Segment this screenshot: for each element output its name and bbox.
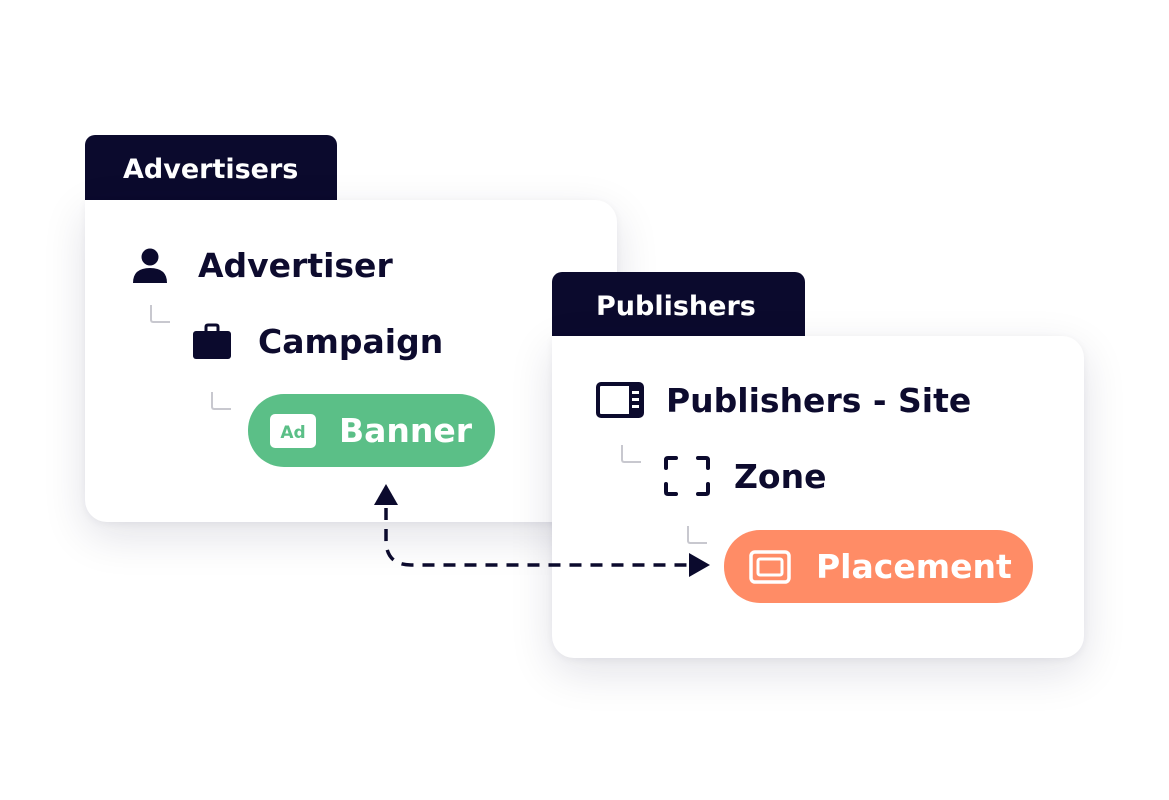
publishers-tab-label: Publishers <box>596 290 756 322</box>
user-icon <box>130 245 170 285</box>
arrowhead-up <box>374 484 398 505</box>
placement-label: Placement <box>816 547 1012 586</box>
arrowhead-right <box>689 553 710 577</box>
banner-label: Banner <box>339 411 473 450</box>
advertiser-label: Advertiser <box>198 245 393 285</box>
zone-label: Zone <box>734 456 827 496</box>
banner-pill[interactable]: Ad Banner <box>248 394 495 467</box>
tree-connector-banner <box>211 392 231 410</box>
publishers-site-row[interactable]: Publishers - Site <box>596 376 971 424</box>
advertisers-tab[interactable]: Advertisers <box>85 135 337 203</box>
website-icon <box>596 380 644 420</box>
placement-window-icon <box>749 549 791 584</box>
tree-connector-zone <box>621 445 641 463</box>
campaign-row[interactable]: Campaign <box>192 317 443 365</box>
placement-pill[interactable]: Placement <box>724 530 1033 603</box>
publishers-tab[interactable]: Publishers <box>552 272 805 340</box>
ad-badge-icon: Ad <box>270 413 316 448</box>
publishers-site-label: Publishers - Site <box>666 380 972 420</box>
advertisers-card <box>85 200 617 522</box>
advertisers-tab-label: Advertisers <box>123 153 299 185</box>
zone-frame-icon <box>664 456 710 496</box>
dashed-link-line <box>384 508 690 567</box>
advertiser-row[interactable]: Advertiser <box>130 241 393 289</box>
ad-badge-text: Ad <box>280 423 305 443</box>
briefcase-icon <box>192 321 232 361</box>
tree-connector-campaign <box>150 305 170 323</box>
campaign-label: Campaign <box>258 321 444 361</box>
tree-connector-placement <box>687 526 707 544</box>
zone-row[interactable]: Zone <box>664 452 826 500</box>
